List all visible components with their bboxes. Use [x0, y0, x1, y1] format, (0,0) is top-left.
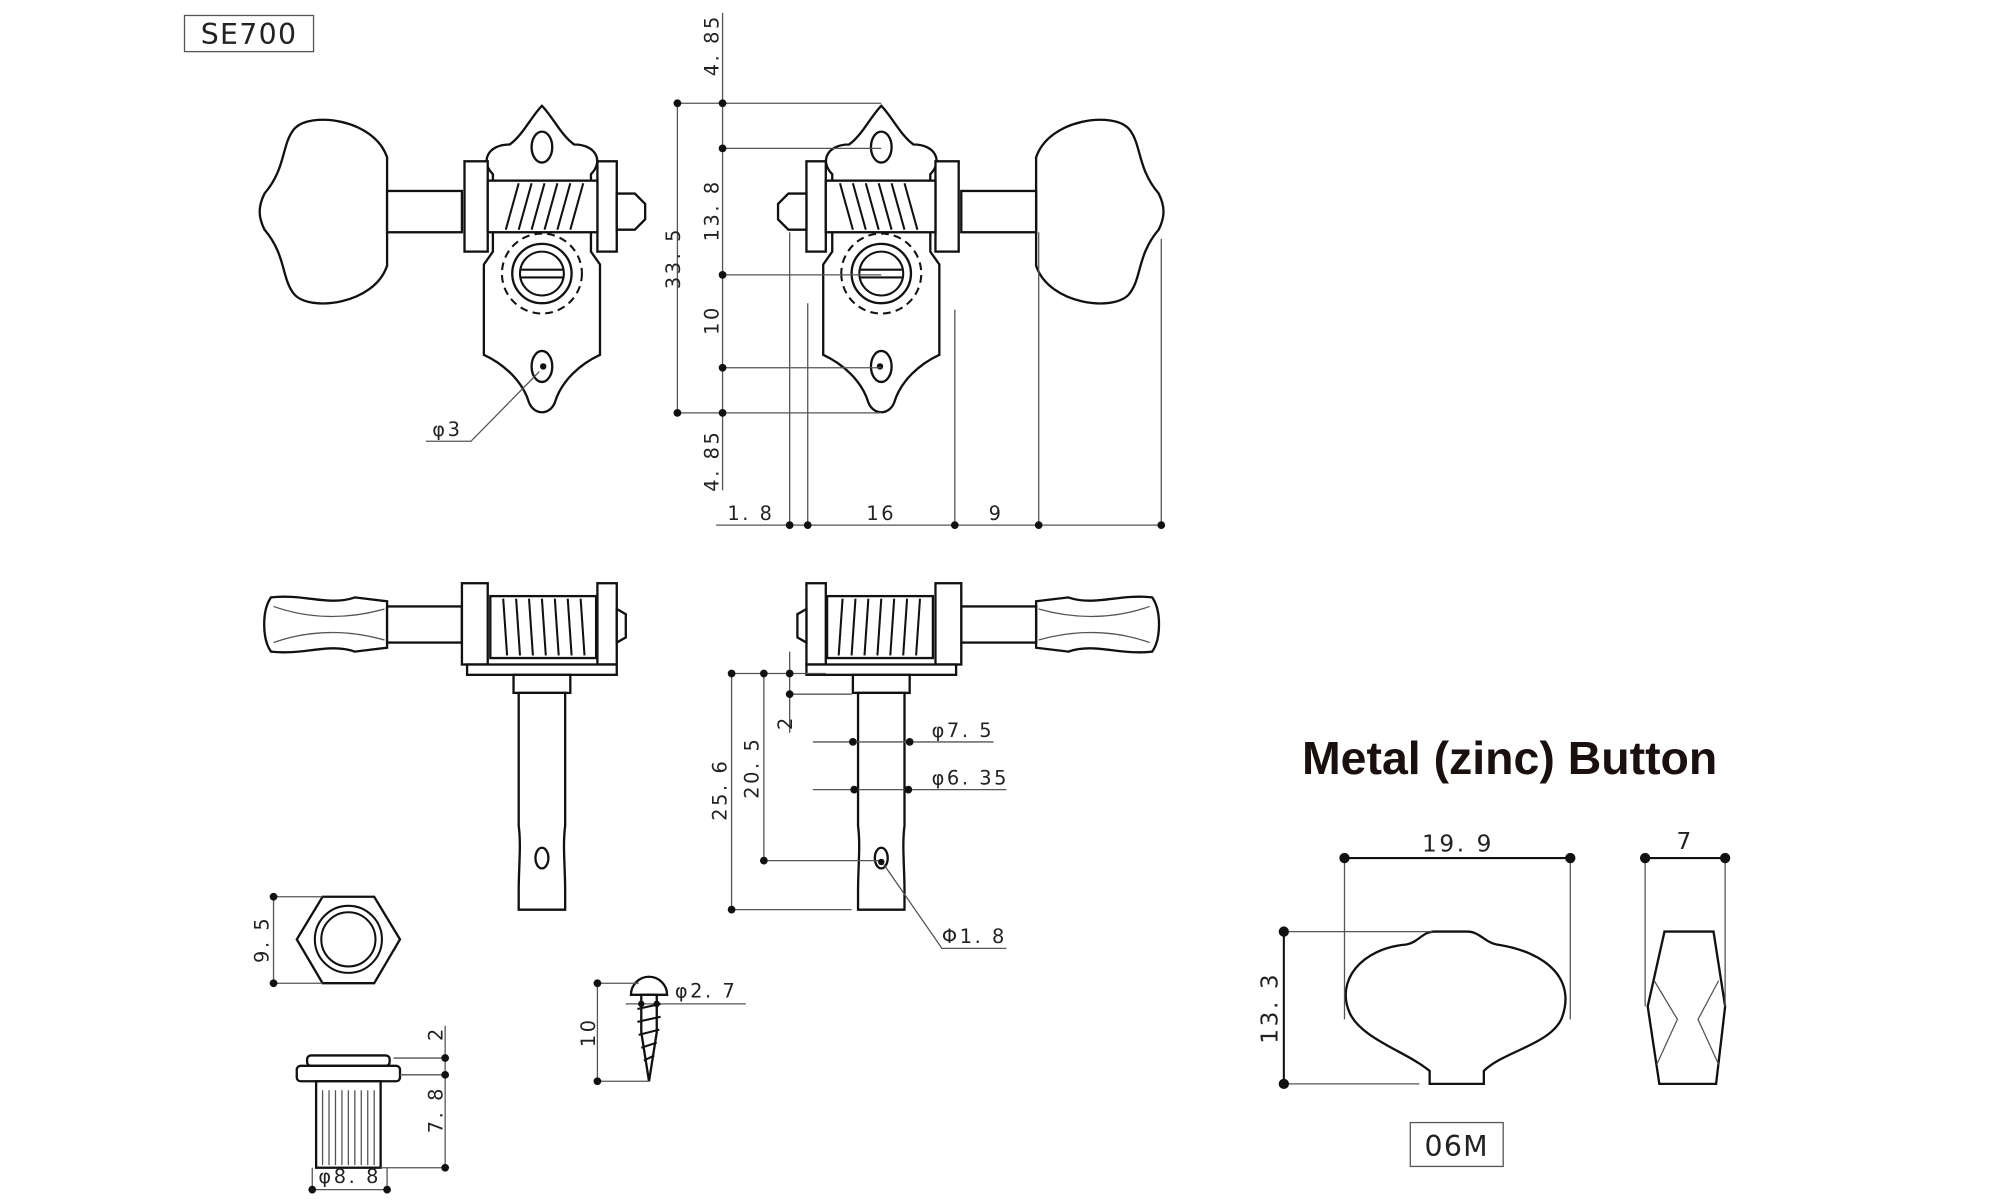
mount-hole-top — [530, 130, 554, 164]
dim-button-width: 19. 9 — [1422, 831, 1494, 858]
pinion-gear — [511, 242, 573, 305]
dim-string-hole-height: 20. 5 — [741, 737, 764, 799]
dim-button-thickness: 7 — [1676, 828, 1693, 855]
dim-top-offset: 4. 85 — [701, 14, 724, 76]
dim-bottom-offset: 4. 85 — [701, 430, 724, 492]
butterfly-button — [258, 118, 389, 305]
side-view-left-tuner — [263, 582, 627, 911]
dim-hex-nut-width: 9. 5 — [250, 916, 273, 963]
end-cap — [615, 192, 647, 231]
string-hole — [534, 846, 550, 870]
shaft — [385, 189, 464, 234]
button-code-label: 06M — [1425, 1130, 1489, 1163]
dim-plate-edge: 1. 8 — [727, 502, 774, 525]
frame-plate-right — [596, 160, 618, 253]
front-vertical-dimensions: 4. 85 13. 8 33. 5 10 4. 85 — [662, 12, 882, 492]
bushing: 2 7. 8 φ8. 8 — [295, 1025, 450, 1194]
screw: 10 φ2. 7 — [577, 975, 746, 1086]
model-label: SE700 — [183, 14, 315, 53]
button-side-shape — [1646, 930, 1727, 1086]
button-front-shape — [1344, 930, 1567, 1086]
string-post — [517, 691, 567, 911]
dim-screw-diameter: φ2. 7 — [675, 979, 738, 1002]
dim-bushing-height: 7. 8 — [425, 1086, 448, 1133]
model-label-text: SE700 — [201, 18, 298, 51]
dim-shaft: 9 — [989, 502, 1004, 525]
side-view-dimensions: 25. 6 20. 5 2 φ7. 5 φ6. 35 Φ1. 8 — [708, 651, 1009, 950]
dim-plate-width: 16 — [866, 502, 896, 525]
shaft-side — [385, 605, 464, 644]
dim-post-diameter-lower: φ6. 35 — [932, 767, 1009, 790]
dim-bushing-flange: 2 — [425, 1026, 448, 1041]
button-side — [263, 595, 389, 654]
dim-screw-length: 10 — [577, 1017, 600, 1047]
front-horizontal-dimensions: 1. 8 16 9 — [716, 232, 1166, 530]
dim-collar: 2 — [774, 715, 797, 730]
front-view-left-tuner — [258, 104, 647, 414]
dim-total-height: 33. 5 — [662, 227, 685, 289]
dim-gear-to-hole: 10 — [701, 305, 724, 335]
dim-total-post: 25. 6 — [708, 759, 731, 821]
button-section-title: Metal (zinc) Button — [1302, 732, 1717, 784]
frame-plate-left — [463, 160, 489, 253]
dim-post-diameter-upper: φ7. 5 — [932, 719, 995, 742]
dim-bushing-diameter: φ8. 8 — [318, 1165, 381, 1188]
hex-nut: 9. 5 — [250, 892, 402, 988]
dim-string-hole-diameter: Φ1. 8 — [942, 925, 1007, 948]
hole-diameter-callout: φ3 — [425, 371, 540, 442]
dim-hole-to-gear: 13. 8 — [701, 179, 724, 241]
dim-button-height: 13. 3 — [1256, 972, 1283, 1044]
metal-button-section: Metal (zinc) Button 19. 9 13. 3 7 06M — [1256, 732, 1731, 1168]
dim-hole-diameter: φ3 — [432, 418, 462, 441]
base-plate-side — [465, 663, 618, 676]
front-view-right-tuner — [776, 104, 1165, 414]
